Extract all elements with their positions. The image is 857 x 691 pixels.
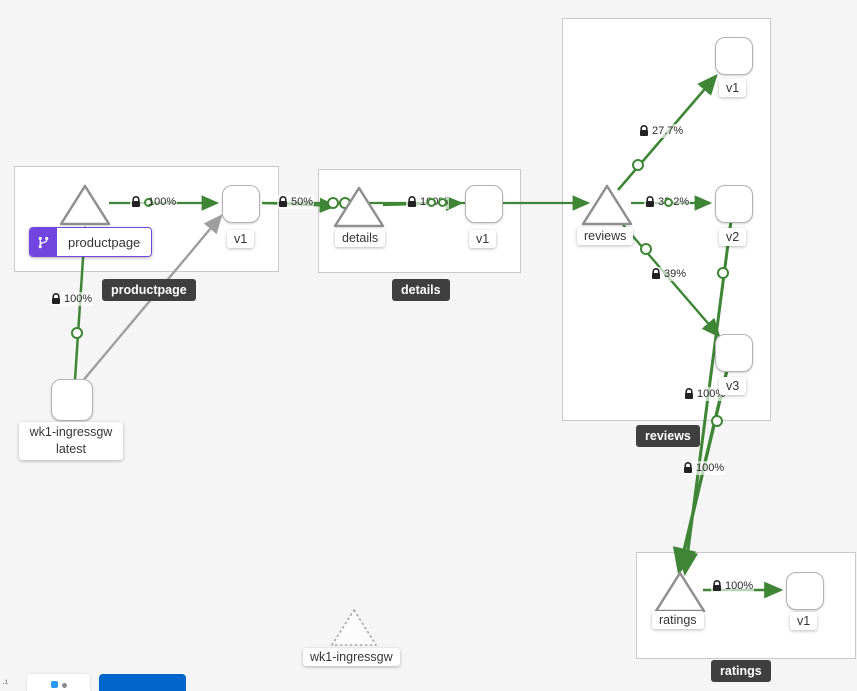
edge-waypoint-ring xyxy=(427,198,436,207)
node-ratings-service[interactable] xyxy=(652,569,708,615)
zoom-level-fragment: ·¹ xyxy=(2,678,8,688)
edge-waypoint-circles xyxy=(71,159,729,427)
workload-name: wk1-ingressgw xyxy=(29,425,113,439)
graph-display-button[interactable] xyxy=(27,674,90,691)
node-reviews-v2[interactable] xyxy=(715,185,753,223)
edge-label-ppv1-to-details: 50% xyxy=(277,195,315,209)
node-label-reviews-service[interactable]: reviews xyxy=(577,227,634,245)
node-productpage-service[interactable] xyxy=(57,182,113,228)
node-label-details-service[interactable]: details xyxy=(335,229,386,247)
node-label-reviews-v2[interactable]: v2 xyxy=(719,228,747,246)
edge-label-reviews-to-v1: 27.7% xyxy=(638,124,685,138)
node-label-productpage-v1[interactable]: v1 xyxy=(227,230,255,248)
edge-label-ratings-to-v1: 100% xyxy=(711,579,755,593)
edge-label-reviews-to-v2: 33.2% xyxy=(644,195,691,209)
mtls-lock-icon xyxy=(685,388,693,399)
node-label-details-v1[interactable]: v1 xyxy=(469,230,497,248)
graph-icon xyxy=(50,681,58,688)
node-label-productpage-service[interactable]: productpage xyxy=(29,227,153,257)
node-reviews-v3[interactable] xyxy=(715,334,753,372)
node-label-text: productpage xyxy=(57,228,152,256)
edge-waypoint-ring xyxy=(438,198,447,207)
node-details-service[interactable] xyxy=(331,184,387,230)
node-label-wk1-ingressgw-workload[interactable]: wk1-ingressgw latest xyxy=(19,422,123,460)
node-ratings-v1[interactable] xyxy=(786,572,824,610)
node-productpage-v1[interactable] xyxy=(222,185,260,223)
mtls-lock-icon xyxy=(408,196,416,207)
node-label-reviews-v3[interactable]: v3 xyxy=(719,377,747,395)
node-reviews-v1[interactable] xyxy=(715,37,753,75)
group-badge-ratings[interactable]: ratings xyxy=(711,660,771,682)
mtls-lock-icon xyxy=(640,125,648,136)
mtls-lock-icon xyxy=(684,462,692,473)
node-label-wk1-ingressgw-service-idle[interactable]: wk1-ingressgw xyxy=(303,648,400,666)
node-reviews-service[interactable] xyxy=(579,182,635,228)
node-label-ratings-v1[interactable]: v1 xyxy=(790,612,818,630)
node-wk1-ingressgw-service-idle[interactable] xyxy=(328,606,380,649)
mtls-lock-icon xyxy=(646,196,654,207)
node-label-ratings-service[interactable]: ratings xyxy=(652,611,704,629)
mtls-lock-icon xyxy=(652,268,660,279)
mtls-lock-icon xyxy=(132,196,140,207)
group-badge-productpage[interactable]: productpage xyxy=(102,279,196,301)
workload-version: latest xyxy=(56,442,86,456)
edge-label-gw-to-productpage: 100% xyxy=(50,292,94,306)
group-badge-details[interactable]: details xyxy=(392,279,450,301)
node-label-reviews-v1[interactable]: v1 xyxy=(719,79,747,97)
edge-label-details-to-v1: 100% xyxy=(406,195,450,209)
legend-button[interactable] xyxy=(99,674,186,691)
mtls-lock-icon xyxy=(52,293,60,304)
mtls-lock-icon xyxy=(713,580,721,591)
edge-label-v3-to-ratings: 100% xyxy=(683,387,727,401)
mtls-lock-icon xyxy=(279,196,287,207)
edge-waypoint-ring xyxy=(144,197,153,207)
edge-label-productpage-to-v1: 100% xyxy=(130,195,178,209)
edge-label-v2-to-ratings: 100% xyxy=(682,461,726,475)
node-wk1-ingressgw-workload[interactable] xyxy=(51,379,93,421)
group-badge-reviews[interactable]: reviews xyxy=(636,425,700,447)
settings-icon xyxy=(61,683,67,688)
edge-label-reviews-to-v3: 39% xyxy=(650,267,688,281)
edge-waypoint-ring xyxy=(664,198,673,207)
node-details-v1[interactable] xyxy=(465,185,503,223)
virtual-service-badge-icon xyxy=(30,228,57,256)
